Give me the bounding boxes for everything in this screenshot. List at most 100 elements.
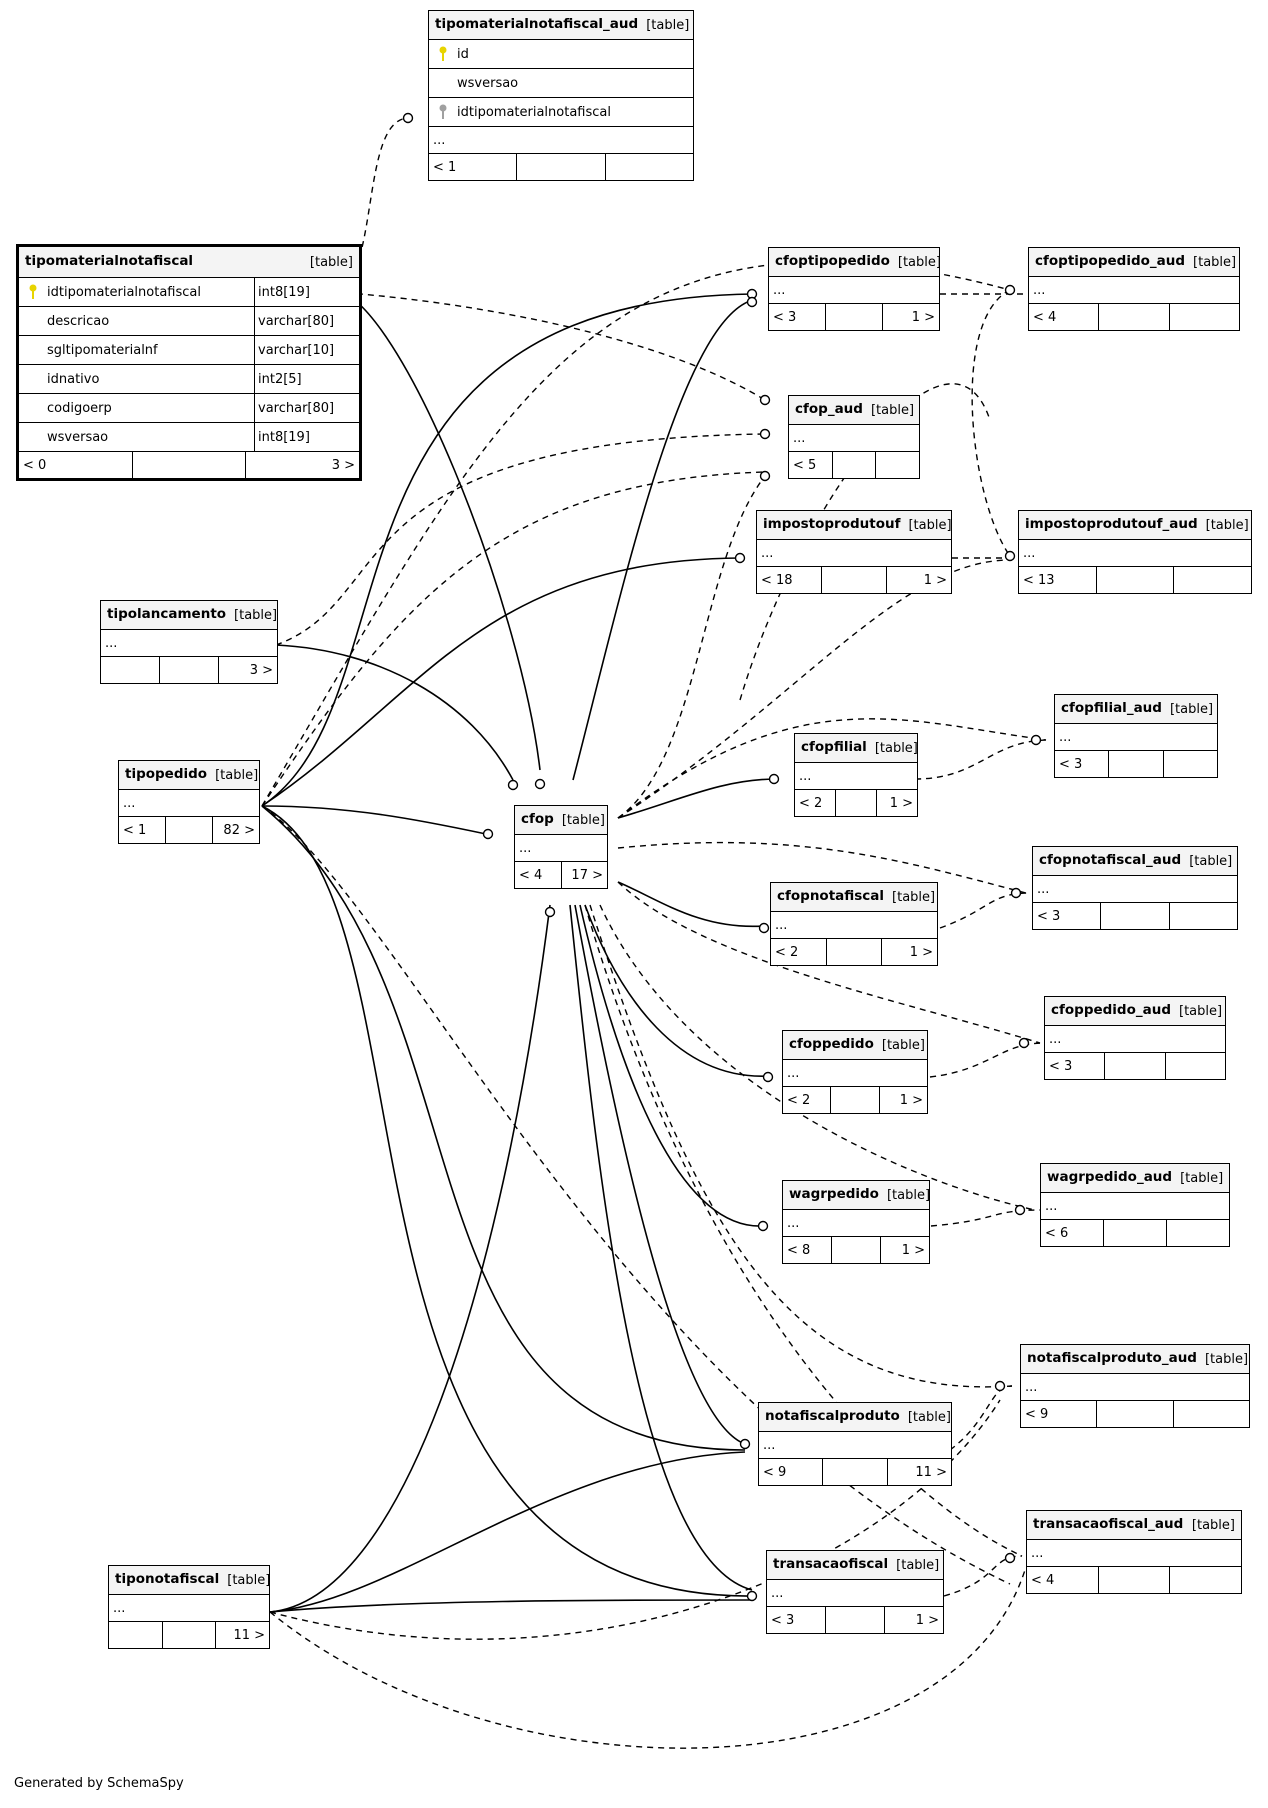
more-columns: ... — [1027, 1540, 1241, 1567]
child-count: 1 > — [881, 939, 937, 965]
child-count: 82 > — [212, 817, 259, 843]
table-name[interactable]: notafiscalproduto_aud — [1027, 1350, 1197, 1367]
parent-count: < 3 — [1037, 908, 1061, 924]
child-count: 1 > — [878, 1087, 927, 1113]
rel-cfop-cfoppedidoaud — [617, 881, 1041, 1044]
table-name[interactable]: cfop — [521, 811, 554, 828]
child-count: 1 > — [882, 304, 939, 330]
table-name[interactable]: cfopfilial — [801, 739, 867, 756]
table-type: [table] — [896, 1557, 940, 1573]
rel-cfop-impaud — [617, 559, 1011, 819]
parent-count: < 3 — [771, 1612, 795, 1628]
column-type: varchar[80] — [254, 394, 359, 422]
table-tipolancamento[interactable]: tipolancamento[table] ... 3 > — [100, 600, 278, 684]
table-wagrpedido-aud[interactable]: wagrpedido_aud[table] ... < 6 — [1040, 1163, 1230, 1247]
column-name: wsversao — [47, 429, 109, 445]
generated-by-footnote: Generated by SchemaSpy — [14, 1776, 184, 1791]
rel-tipomaterialnotafiscal-cfopaud — [334, 291, 766, 401]
child-count: 11 > — [215, 1622, 269, 1648]
more-columns: ... — [119, 790, 259, 817]
table-name[interactable]: cfoppedido — [789, 1036, 874, 1053]
table-notafiscalproduto-aud[interactable]: notafiscalproduto_aud[table] ... < 9 — [1020, 1344, 1250, 1428]
more-columns: ... — [759, 1432, 951, 1459]
table-cfop-aud[interactable]: cfop_aud[table] ... < 5 — [788, 395, 920, 479]
table-name[interactable]: tipomaterialnotafiscal_aud — [435, 16, 639, 33]
table-name[interactable]: tipolancamento — [107, 606, 227, 623]
table-tiponotafiscal[interactable]: tiponotafiscal[table] ... 11 > — [108, 1565, 270, 1649]
parent-count: < 6 — [1045, 1225, 1069, 1241]
table-cfopfilial-aud[interactable]: cfopfilial_aud[table] ... < 3 — [1054, 694, 1218, 778]
table-name[interactable]: wagrpedido_aud — [1047, 1169, 1173, 1186]
column-name: descricao — [47, 313, 110, 329]
rel-cfopaud-loop — [739, 383, 991, 701]
column-type: varchar[10] — [254, 336, 359, 364]
table-name[interactable]: tipopedido — [125, 766, 208, 783]
table-name[interactable]: cfopnotafiscal — [777, 888, 885, 905]
more-columns: ... — [1041, 1193, 1229, 1220]
more-columns: ... — [789, 425, 919, 452]
parent-count: < 0 — [23, 457, 47, 473]
table-name[interactable]: transacaofiscal_aud — [1033, 1516, 1184, 1533]
table-cfoppedido-aud[interactable]: cfoppedido_aud[table] ... < 3 — [1044, 996, 1226, 1080]
rel-tipopedido-cfop — [261, 805, 487, 835]
table-name[interactable]: notafiscalproduto — [765, 1408, 900, 1425]
table-name[interactable]: cfoptipopedido_aud — [1035, 253, 1186, 270]
table-cfopnotafiscal-aud[interactable]: cfopnotafiscal_aud[table] ... < 3 — [1032, 846, 1238, 930]
primary-key-icon — [433, 46, 453, 62]
table-name[interactable]: tiponotafiscal — [115, 1571, 220, 1588]
table-name[interactable]: cfopfilial_aud — [1061, 700, 1162, 717]
parent-count: < 8 — [787, 1242, 811, 1258]
table-type: [table] — [234, 607, 278, 623]
table-type: [table] — [886, 1187, 931, 1203]
parent-count: < 4 — [1031, 1572, 1055, 1588]
more-columns: ... — [1033, 876, 1237, 903]
column-name: sgltipomaterialnf — [47, 342, 158, 358]
parent-count: < 18 — [761, 572, 793, 588]
table-name[interactable]: cfopnotafiscal_aud — [1039, 852, 1182, 869]
table-tipomaterialnotafiscal-aud[interactable]: tipomaterialnotafiscal_aud[table] id wsv… — [428, 10, 694, 181]
rel-notafiscalproduto-aud — [949, 1385, 1013, 1451]
table-impostoprodutouf-aud[interactable]: impostoprodutouf_aud[table] ... < 13 — [1018, 510, 1252, 594]
rel-tipomaterialnotafiscal-cfop — [334, 289, 541, 771]
parent-count: < 4 — [1033, 309, 1057, 325]
table-tipomaterialnotafiscal[interactable]: tipomaterialnotafiscal[table] idtipomate… — [16, 244, 362, 481]
column-name: idtipomaterialnotafiscal — [47, 284, 201, 300]
table-name[interactable]: wagrpedido — [789, 1186, 879, 1203]
table-type: [table] — [561, 812, 605, 828]
rel-tiponotafiscal-trfaud — [269, 1569, 1026, 1749]
more-columns: ... — [1021, 1374, 1249, 1401]
table-type: [table] — [874, 740, 918, 756]
rel-cfoppedido-aud — [929, 1042, 1046, 1078]
table-name[interactable]: cfoptipopedido — [775, 253, 890, 270]
child-count: 1 > — [886, 567, 951, 593]
column-type: int8[19] — [254, 278, 359, 306]
table-type: [table] — [892, 889, 936, 905]
table-type: [table] — [1205, 517, 1249, 533]
rel-tipopedido-cfopaud — [261, 471, 766, 807]
rel-cfop-cfopnotafiscal — [617, 881, 765, 928]
child-count: 11 > — [886, 1459, 951, 1485]
table-name[interactable]: transacaofiscal — [773, 1556, 889, 1573]
rel-cfopfilial-aud — [914, 739, 1051, 780]
table-name[interactable]: impostoprodutouf_aud — [1025, 516, 1198, 533]
rel-tipopedido-cfoptipopedido — [261, 293, 754, 807]
table-name[interactable]: impostoprodutouf — [763, 516, 901, 533]
table-type: [table] — [1193, 254, 1237, 270]
table-type: [table] — [1179, 1003, 1223, 1019]
table-cfoptipopedido-aud[interactable]: cfoptipopedido_aud[table] ... < 4 — [1028, 247, 1240, 331]
table-name[interactable]: tipomaterialnotafiscal — [25, 253, 194, 270]
table-name[interactable]: cfoppedido_aud — [1051, 1002, 1171, 1019]
table-transacaofiscal-aud[interactable]: transacaofiscal_aud[table] ... < 4 — [1026, 1510, 1242, 1594]
rel-tipopedido-transacaofiscal — [261, 805, 753, 1597]
table-name[interactable]: cfop_aud — [795, 401, 863, 418]
